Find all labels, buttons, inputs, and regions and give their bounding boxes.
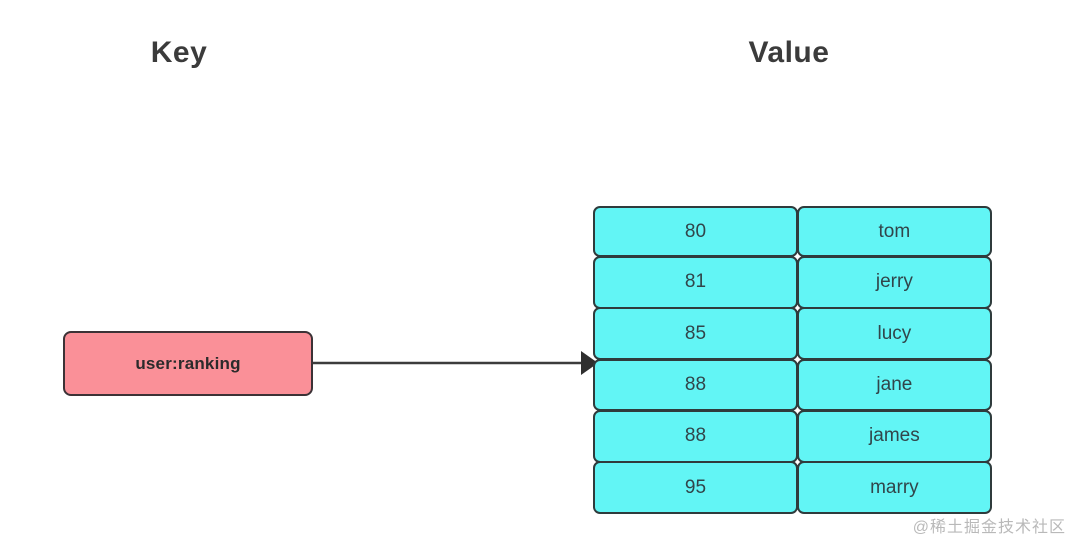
- cell-name: james: [796, 410, 992, 463]
- cell-score: 85: [593, 307, 798, 360]
- cell-name: tom: [796, 206, 992, 258]
- table-row: 85 lucy: [593, 307, 992, 360]
- cell-name: jane: [796, 358, 992, 412]
- key-node: user:ranking: [63, 331, 313, 396]
- column-header-value: Value: [748, 36, 830, 69]
- cell-score: 81: [593, 256, 798, 309]
- watermark: @稀土掘金技术社区: [912, 519, 1066, 536]
- cell-name: jerry: [796, 256, 992, 309]
- cell-name: marry: [796, 461, 992, 514]
- table-row: 88 james: [593, 410, 992, 463]
- cell-name: lucy: [796, 307, 992, 360]
- cell-score: 88: [593, 358, 798, 412]
- table-row: 95 marry: [593, 461, 992, 514]
- key-node-label: user:ranking: [135, 353, 241, 373]
- table-row: 88 jane: [593, 358, 992, 412]
- cell-score: 80: [593, 206, 798, 258]
- column-header-key: Key: [150, 36, 208, 69]
- cell-score: 88: [593, 410, 798, 463]
- table-row: 81 jerry: [593, 256, 992, 309]
- table-row: 80 tom: [593, 206, 992, 258]
- value-table: 80 tom 81 jerry 85 lucy 88 jane 88 james…: [593, 206, 992, 514]
- key-to-value-arrow: [313, 351, 598, 375]
- cell-score: 95: [593, 461, 798, 514]
- arrow-head-icon: [581, 351, 598, 375]
